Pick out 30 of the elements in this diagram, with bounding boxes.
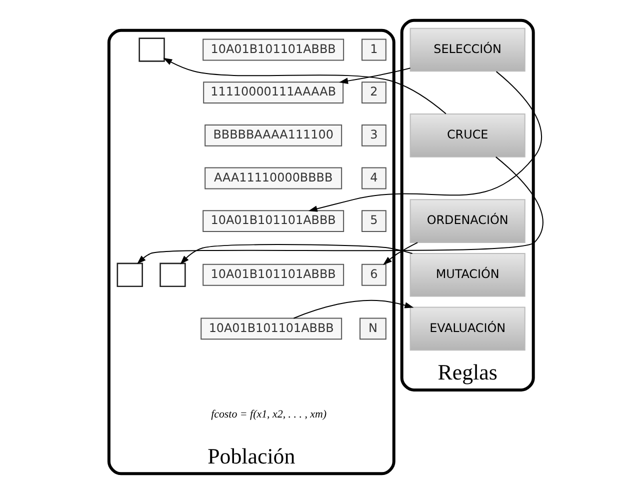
node-box: AAA11110000BBBB <box>204 167 342 190</box>
node-box: SELECCIÓN <box>409 28 525 72</box>
node-box: 1 <box>361 38 386 61</box>
node-box: BBBBBAAAA111100 <box>204 124 342 146</box>
arrow <box>162 58 446 114</box>
node-box: 10A01B101101ABBB <box>202 210 344 232</box>
node-box: 10A01B101101ABBB <box>202 264 344 286</box>
node-box: MUTACIÓN <box>409 252 525 297</box>
node-box: 5 <box>361 210 386 232</box>
node-box: 10A01B101101ABBB <box>202 38 344 61</box>
label: fcosto = f(x1, x2, . . . , xm) <box>210 408 326 421</box>
node-box: 4 <box>361 167 386 190</box>
arrow <box>338 68 410 84</box>
node-box <box>159 262 186 287</box>
arrow <box>308 71 542 212</box>
node-box: 10A01B101101ABBB <box>200 318 342 340</box>
node-box: 6 <box>361 264 386 286</box>
arrow <box>180 244 412 264</box>
node-box: CRUCE <box>409 114 525 158</box>
node-box: EVALUACIÓN <box>409 306 525 351</box>
node-box: 2 <box>361 82 386 104</box>
node-box: 3 <box>361 124 386 146</box>
arrow <box>136 156 543 264</box>
node-box <box>138 38 164 62</box>
node-box: 11110000111AAAAB <box>202 82 344 104</box>
node-box <box>116 262 142 287</box>
arrow <box>382 242 418 266</box>
node-box: ORDENACIÓN <box>409 199 525 244</box>
arrow <box>292 300 414 319</box>
node-box: N <box>359 318 386 340</box>
